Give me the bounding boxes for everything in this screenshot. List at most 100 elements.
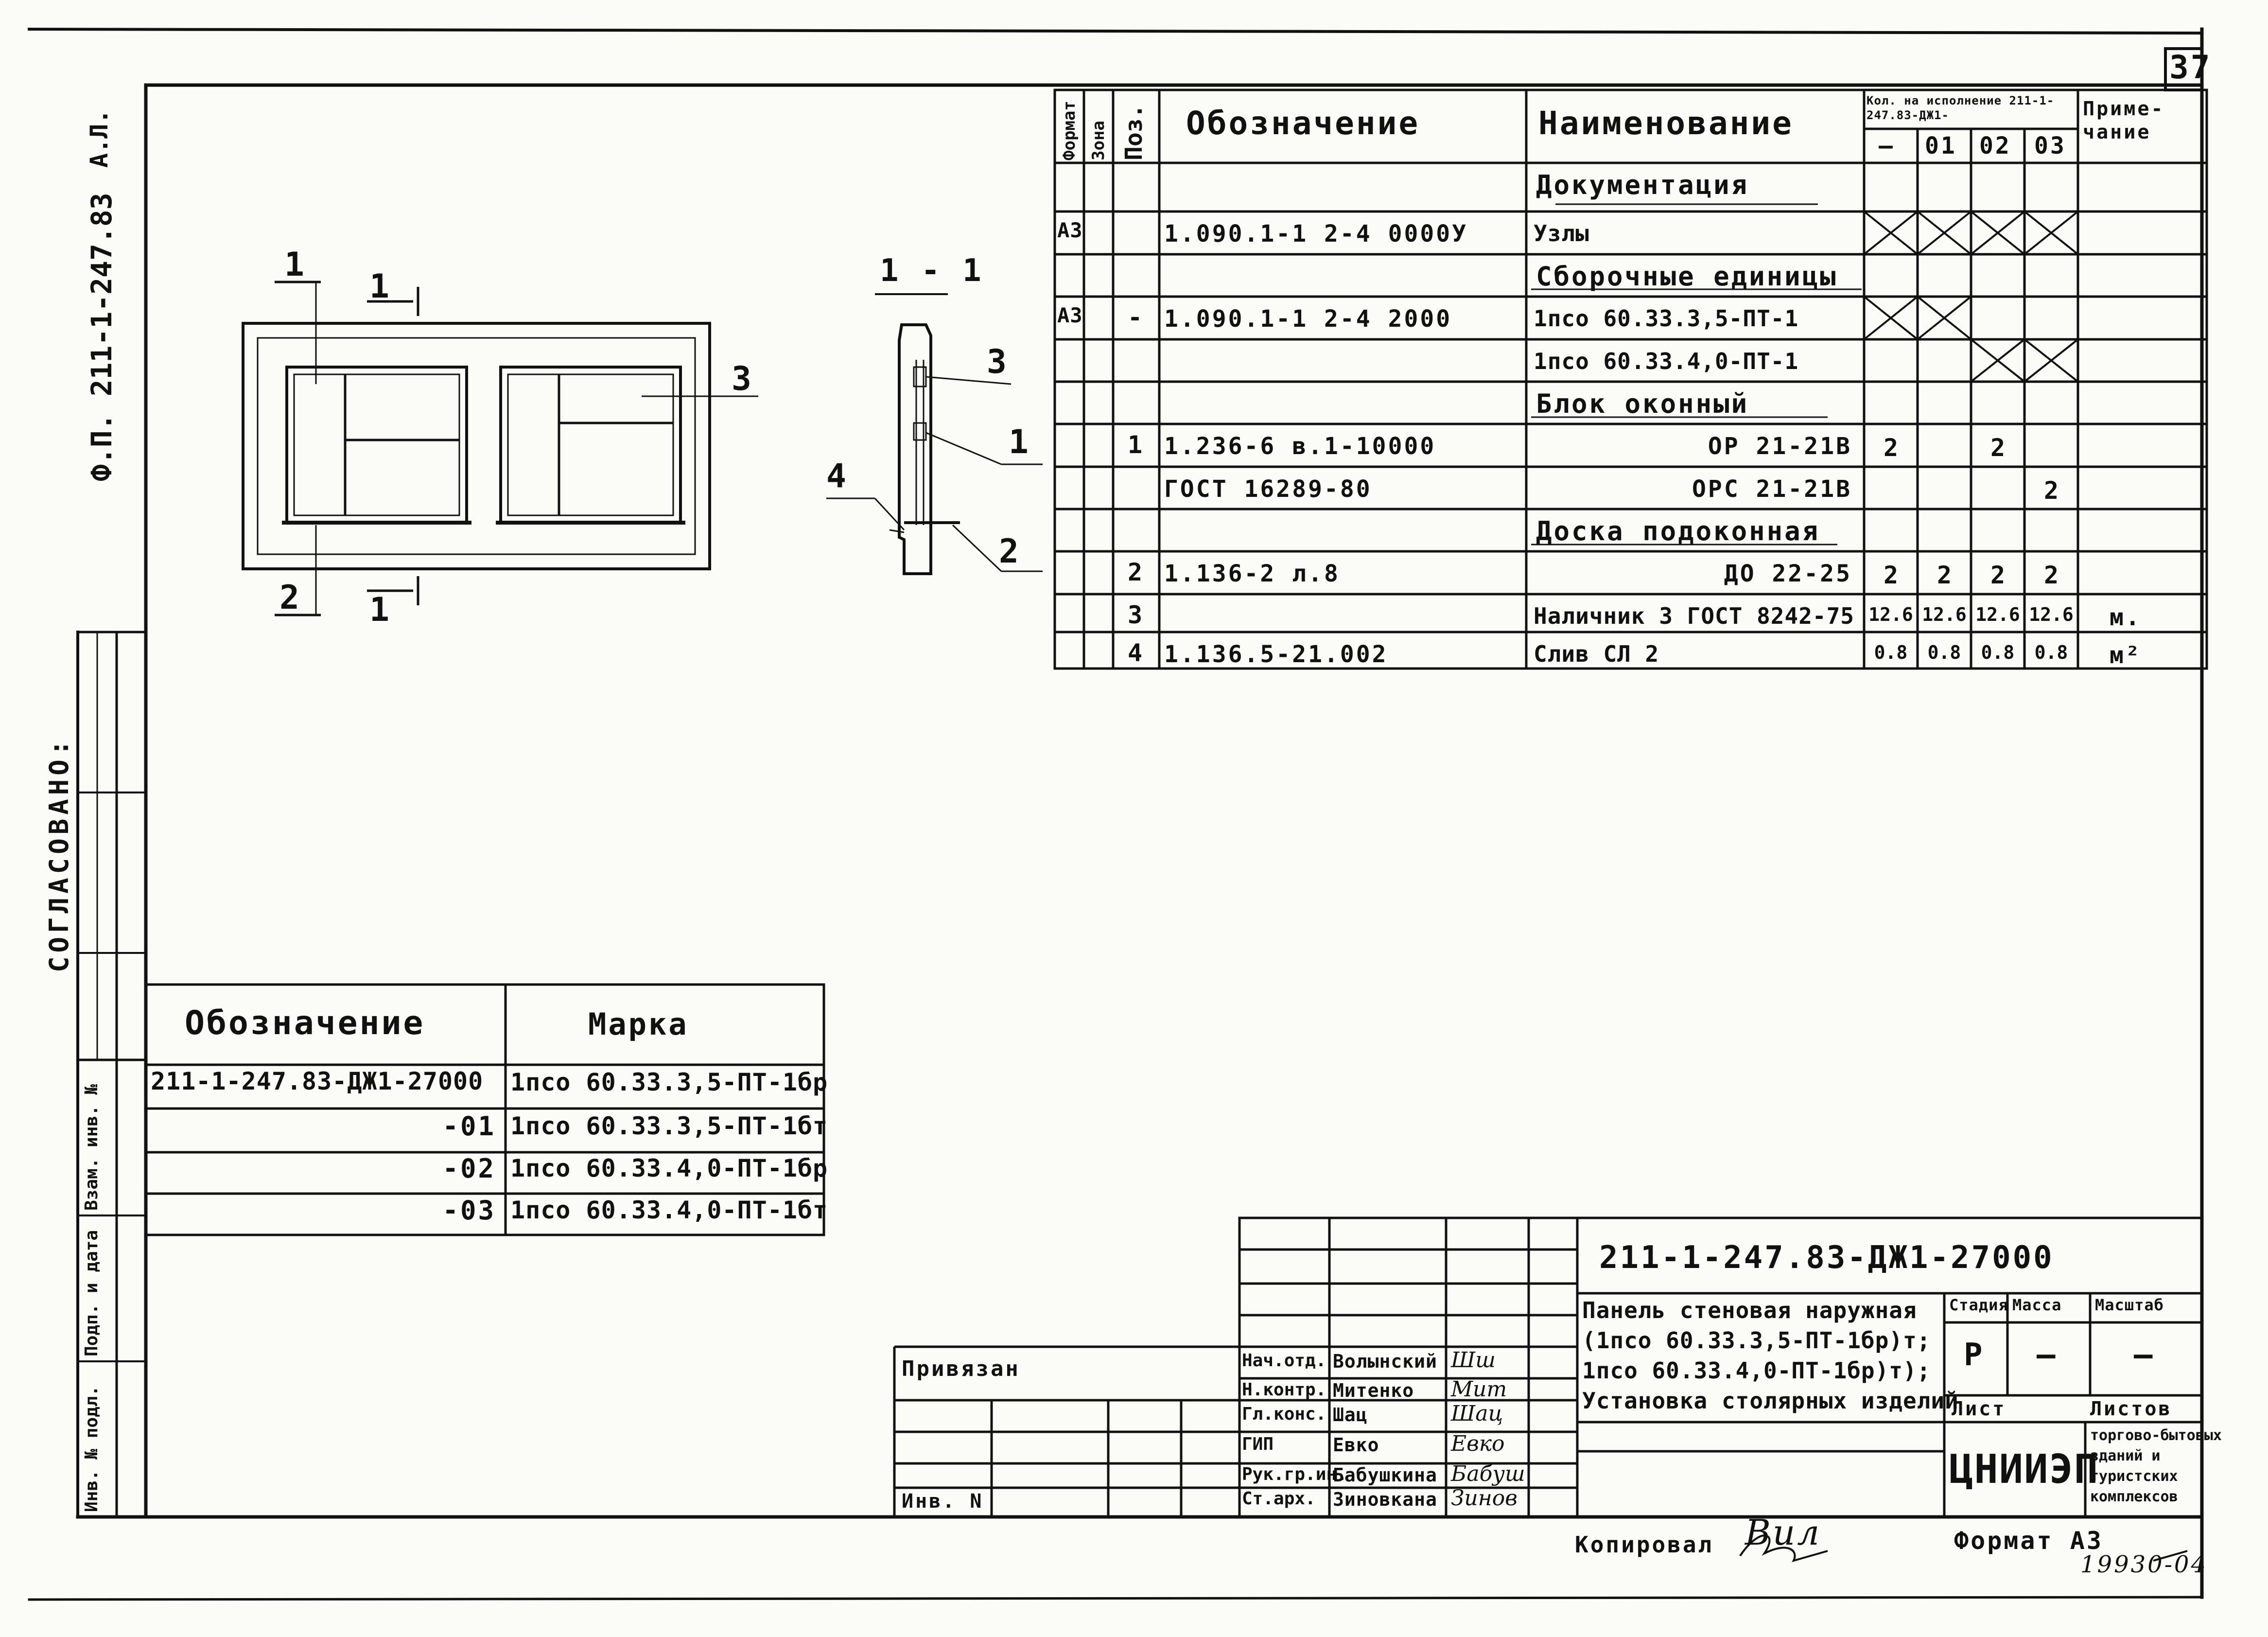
mark-row-marka: 1псо 60.33.4,0-ПТ-1бт [510,1196,828,1224]
mark-row-marka: 1псо 60.33.4,0-ПТ-1бр [510,1154,828,1182]
row-designation: 1.090.1-1 2-4 0000У [1164,220,1468,247]
title-line: (1псо 60.33.3,5-ПТ-1бр)т; [1582,1327,1931,1354]
section-label-2: 2 [999,532,1019,571]
row-section-title: Сборочные единицы [1536,261,1838,292]
qty-col-header: 03 [2034,132,2066,159]
qty-col-header: 02 [1979,132,2011,159]
row-pos: 2 [1128,558,1145,586]
stage-label: Стадия [1949,1296,2008,1314]
scale-label: Масштаб [2095,1296,2164,1314]
row-qty: 2 [2043,476,2059,505]
header-pos: Поз. [1120,104,1148,160]
row-designation: 1.136.5-21.002 [1164,641,1388,668]
callout-3-front: 3 [732,360,751,398]
staff-role: Гл.конс. [1242,1404,1326,1424]
mark-row-designation: -02 [442,1153,496,1184]
row-section-title: Доска подоконная [1536,516,1820,546]
inv-n-label: Инв. N [902,1490,984,1513]
staff-signature: Шац [1451,1401,1503,1426]
arrow-label-top: 1 [369,267,389,306]
sheets-label: Листов [2090,1398,2172,1420]
staff-role: Н.контр. [1242,1380,1326,1400]
staff-signature: Шш [1451,1348,1496,1373]
scale-value: – [2134,1337,2155,1373]
staff-role: Рук.гр.ин. [1242,1464,1347,1484]
section-label-1: 1 [1009,423,1029,461]
row-pos: 3 [1128,601,1145,629]
row-name: Слив СЛ 2 [1534,641,1659,667]
row-qty: 2 [1990,434,2006,462]
row-name: 1псо 60.33.3,5-ПТ-1 [1534,305,1799,332]
staff-role: Нач.отд. [1242,1351,1326,1371]
header-name: Наименование [1538,105,1794,142]
row-designation: ГОСТ 16289-80 [1164,475,1372,503]
staff-name: Евко [1333,1434,1379,1456]
staff-name: Бабушкина [1333,1464,1437,1486]
mark-row-marka: 1псо 60.33.3,5-ПТ-1бр [510,1068,828,1096]
org-sub-line: зданий и [2090,1447,2161,1464]
header-format: Формат [1060,101,1079,160]
row-format: А3 [1057,303,1083,327]
row-section-title: Блок оконный [1536,388,1749,419]
row-format: А3 [1057,218,1083,242]
row-qty: 0.8 [2034,642,2068,663]
staff-role: Ст.арх. [1242,1489,1316,1509]
left-top-mark: А.Л. [85,109,113,168]
staff-name: Зиновкана [1333,1489,1437,1510]
inv-label-3: Взам. инв. № [82,1084,102,1211]
row-designation: 1.236-6 в.1-10000 [1164,433,1436,460]
title-line: Установка столярных изделий [1582,1388,1959,1414]
row-designation: 1.136-2 л.8 [1164,560,1340,587]
mass-label: Масса [2012,1296,2062,1314]
inv-label-1: Инв. № подл. [82,1385,102,1512]
kopiroval-label: Копировал [1575,1531,1714,1558]
mark-row-marka: 1псо 60.33.3,5-ПТ-1бт [510,1112,828,1140]
row-pos: 1 [1128,431,1145,459]
staff-name: Митенко [1333,1380,1414,1401]
row-qty: 2 [1883,434,1899,462]
sheet-number: 37 [2169,49,2212,86]
title-line: Панель стеновая наружная [1582,1297,1917,1323]
section-label-3: 3 [987,343,1007,381]
row-pos: 4 [1128,639,1145,667]
row-qty: 2 [1990,561,2006,589]
section-title: 1 - 1 [880,253,983,289]
order-number: 19930-04 [2080,1551,2208,1578]
staff-name: Шац [1333,1404,1368,1426]
row-qty: 12.6 [1868,604,1913,625]
soglasovano-label: СОГЛАСОВАНО: [44,736,74,972]
row-qty: 2 [2043,561,2059,589]
sheet-label: Лист [1952,1398,2006,1420]
row-name: ДО 22-25 [1724,560,1852,587]
row-qty: 0.8 [1981,642,2015,663]
cut-label-top-left: 1 [284,246,304,284]
org-sub-line: комплексов [2090,1488,2178,1505]
stage-value: Р [1964,1337,1985,1373]
doc-code: 211-1-247.83-ДЖ1-27000 [1599,1240,2054,1276]
staff-signature: Бабуш [1451,1461,1525,1486]
mark-header-marka: Марка [588,1006,689,1042]
mark-row-designation: 211-1-247.83-ДЖ1-27000 [151,1067,484,1095]
row-qty: 12.6 [1922,604,1967,625]
row-designation: 1.090.1-1 2-4 2000 [1164,305,1452,333]
org-sub-line: туристских [2090,1468,2178,1485]
staff-signature: Мит [1451,1377,1507,1402]
header-qty-group: Кол. на исполнение 211-1-247.83-ДЖ1- [1867,94,2055,122]
staff-name: Волынский [1333,1351,1437,1372]
staff-role: ГИП [1242,1434,1274,1454]
row-qty: 2 [1937,561,1952,589]
mark-header-designation: Обозначение [185,1004,425,1042]
row-qty: 0.8 [1874,642,1908,663]
org-sub-line: торгово-бытовых [2090,1427,2222,1444]
title-line: 1псо 60.33.4,0-ПТ-1бр)т); [1582,1357,1931,1384]
cut-label-bottom-left: 2 [279,579,299,617]
header-designation: Обозначение [1186,105,1420,142]
org-name: ЦНИИЭП [1949,1446,2099,1493]
row-name: ОРС 21-21В [1692,475,1852,503]
row-qty: 12.6 [1975,604,2020,625]
section-label-4: 4 [826,457,846,495]
row-qty: 12.6 [2029,604,2074,625]
kopiroval-signature: Вил [1745,1512,1822,1553]
header-note: Приме- чание [2083,98,2165,143]
